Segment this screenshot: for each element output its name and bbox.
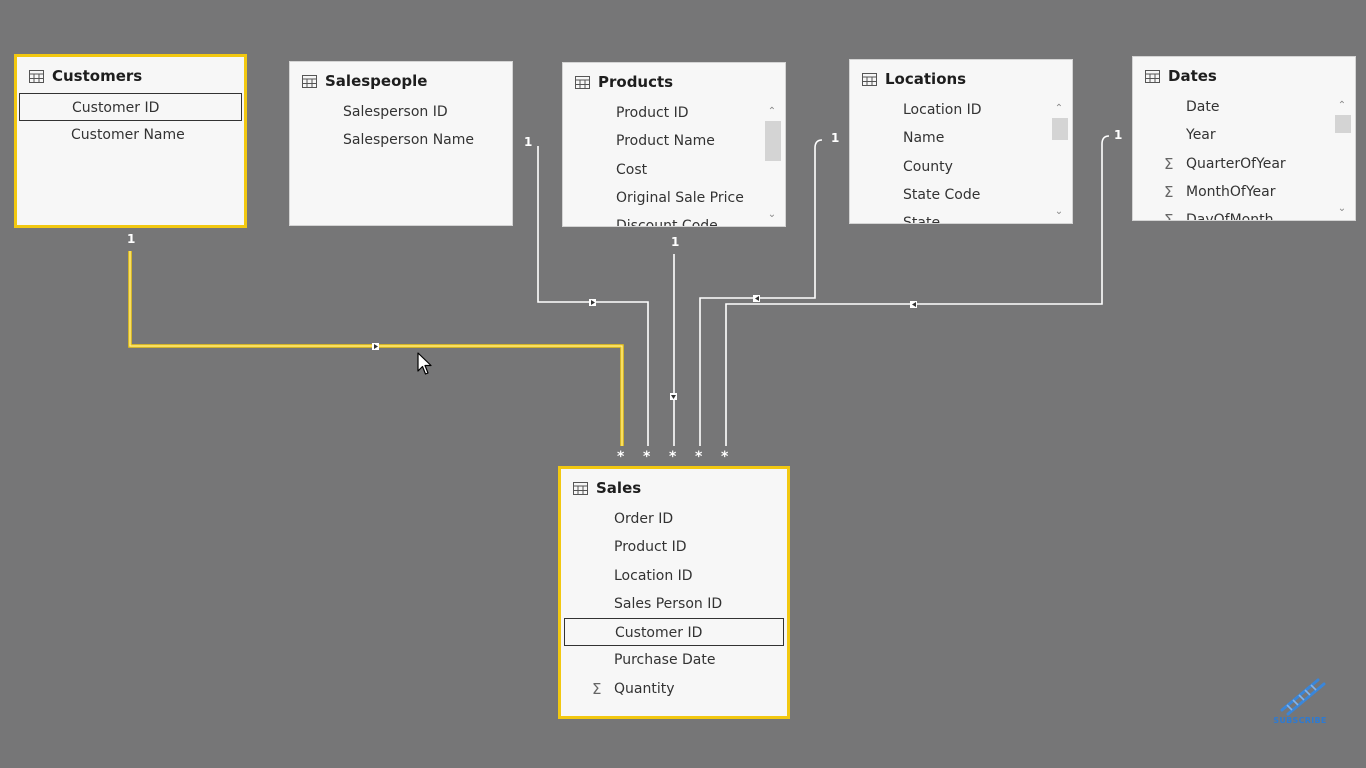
- relationship-locations-sales[interactable]: [699, 139, 823, 446]
- cardinality-one-locations: 1: [831, 131, 840, 145]
- table-sales[interactable]: Sales Order ID Product ID Location ID Sa…: [558, 466, 790, 719]
- table-icon: [29, 69, 44, 83]
- field-month-of-year[interactable]: Σ MonthOfYear: [1133, 178, 1355, 206]
- field-county[interactable]: County: [903, 158, 953, 175]
- cardinality-many: *: [695, 449, 703, 465]
- field-label: MonthOfYear: [1186, 183, 1276, 200]
- table-dates[interactable]: Dates Date Year Σ QuarterOfYear Σ MonthOfY…: [1132, 56, 1356, 221]
- field-day-of-month[interactable]: Σ DayOfMonth: [1133, 206, 1355, 221]
- table-icon: [1145, 69, 1160, 83]
- table-header[interactable]: Dates: [1145, 65, 1355, 87]
- cardinality-one-products: 1: [671, 235, 680, 249]
- table-icon: [862, 72, 877, 86]
- sigma-icon: Σ: [1164, 154, 1174, 173]
- scrollbar[interactable]: ⌃ ⌄: [1333, 99, 1351, 216]
- field-location-id[interactable]: Location ID: [903, 102, 982, 118]
- table-title: Sales: [596, 479, 642, 497]
- chevron-down-icon[interactable]: ⌄: [1054, 206, 1064, 217]
- field-year[interactable]: Year: [1186, 127, 1216, 144]
- table-title: Locations: [885, 70, 967, 88]
- dna-logo-icon: [1280, 678, 1326, 716]
- table-header[interactable]: Locations: [862, 68, 1072, 90]
- table-customers[interactable]: Customers Customer ID Customer Name: [14, 54, 247, 228]
- field-original-sale-price[interactable]: Original Sale Price: [616, 189, 744, 206]
- scroll-thumb[interactable]: [1052, 118, 1068, 140]
- arrow-right-icon: [374, 344, 378, 349]
- field-date[interactable]: Date: [1186, 99, 1220, 115]
- chevron-up-icon[interactable]: ⌃: [1054, 103, 1064, 114]
- field-purchase-date[interactable]: Purchase Date: [614, 652, 716, 669]
- field-state-code[interactable]: State Code: [903, 186, 981, 203]
- field-location-id[interactable]: Location ID: [614, 567, 693, 584]
- arrow-down-icon: [671, 395, 676, 399]
- chevron-up-icon[interactable]: ⌃: [767, 106, 777, 117]
- cardinality-one-salespeople: 1: [524, 135, 533, 149]
- table-header[interactable]: Salespeople: [302, 70, 512, 92]
- field-label: DayOfMonth: [1186, 212, 1274, 221]
- table-title: Salespeople: [325, 72, 428, 90]
- scrollbar[interactable]: ⌃ ⌄: [1050, 102, 1068, 219]
- table-header[interactable]: Customers: [29, 65, 244, 87]
- arrow-left-icon: [755, 296, 759, 301]
- field-customer-id[interactable]: Customer ID: [19, 93, 242, 122]
- cardinality-many: *: [721, 449, 729, 465]
- field-product-name[interactable]: Product Name: [616, 133, 715, 150]
- arrow-right-icon: [591, 300, 595, 305]
- field-cost[interactable]: Cost: [616, 161, 648, 178]
- table-header[interactable]: Sales: [573, 477, 787, 499]
- cardinality-one-customers: 1: [127, 232, 136, 246]
- table-icon: [575, 75, 590, 89]
- table-icon: [573, 481, 588, 495]
- cardinality-many: *: [643, 449, 651, 465]
- field-discount-code[interactable]: Discount Code: [616, 218, 718, 227]
- table-title: Customers: [52, 67, 143, 85]
- relationship-dates-sales[interactable]: [725, 135, 1110, 446]
- sigma-icon: Σ: [592, 679, 602, 698]
- field-salesperson-id[interactable]: Salesperson ID: [343, 104, 448, 120]
- subscribe-watermark[interactable]: SUBSCRIBE: [1268, 674, 1332, 730]
- chevron-down-icon[interactable]: ⌄: [1337, 203, 1347, 214]
- scrollbar[interactable]: ⌃ ⌄: [763, 105, 781, 222]
- field-name[interactable]: Name: [903, 130, 945, 147]
- field-salesperson-name[interactable]: Salesperson Name: [343, 132, 475, 149]
- table-salespeople[interactable]: Salespeople Salesperson ID Salesperson N…: [289, 61, 513, 226]
- field-product-id[interactable]: Product ID: [614, 539, 687, 556]
- field-order-id[interactable]: Order ID: [614, 511, 674, 527]
- table-title: Dates: [1168, 67, 1217, 85]
- table-icon: [302, 74, 317, 88]
- chevron-up-icon[interactable]: ⌃: [1337, 100, 1347, 111]
- sigma-icon: Σ: [1164, 182, 1174, 201]
- sigma-icon: Σ: [1164, 211, 1174, 221]
- table-header[interactable]: Products: [575, 71, 785, 93]
- table-title: Products: [598, 73, 674, 91]
- cardinality-many: *: [617, 449, 625, 465]
- field-customer-name[interactable]: Customer Name: [71, 127, 185, 144]
- field-label: QuarterOfYear: [1186, 155, 1286, 172]
- cardinality-many: *: [669, 449, 677, 465]
- scroll-thumb[interactable]: [765, 121, 781, 161]
- scroll-thumb[interactable]: [1335, 115, 1351, 133]
- cardinality-one-dates: 1: [1114, 128, 1123, 142]
- field-sales-person-id[interactable]: Sales Person ID: [614, 595, 723, 612]
- table-locations[interactable]: Locations Location ID Name County State …: [849, 59, 1073, 224]
- table-products[interactable]: Products Product ID Product Name Cost Or…: [562, 62, 786, 227]
- mouse-cursor-icon: [417, 352, 432, 375]
- chevron-down-icon[interactable]: ⌄: [767, 209, 777, 220]
- field-customer-id[interactable]: Customer ID: [564, 618, 784, 647]
- field-label: Quantity: [614, 680, 675, 697]
- field-quarter-of-year[interactable]: Σ QuarterOfYear: [1133, 150, 1355, 178]
- arrow-left-icon: [912, 302, 916, 307]
- subscribe-label: SUBSCRIBE: [1273, 716, 1327, 725]
- field-product-id[interactable]: Product ID: [616, 105, 689, 121]
- field-quantity[interactable]: Σ Quantity: [561, 675, 787, 703]
- field-state[interactable]: State: [903, 215, 941, 224]
